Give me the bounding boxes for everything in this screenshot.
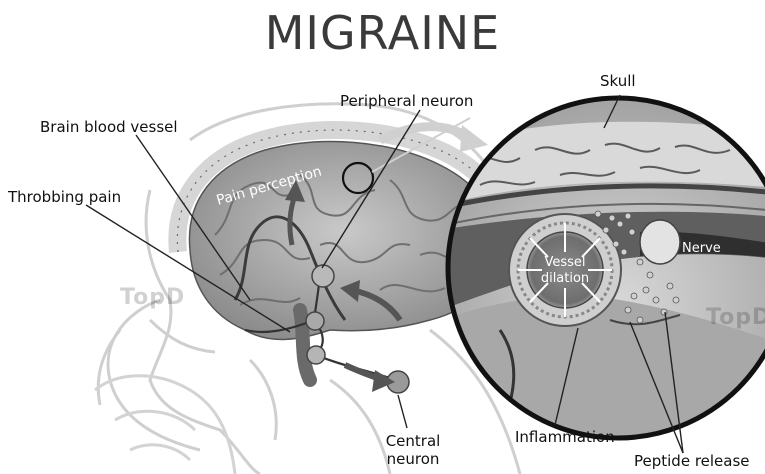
label-brain-blood-vessel: Brain blood vessel	[40, 118, 178, 136]
label-nerve: Nerve	[682, 241, 721, 256]
peripheral-neuron-body	[312, 265, 334, 287]
label-vessel-line2: dilation	[541, 271, 589, 286]
label-peptide-release: Peptide release	[634, 452, 750, 470]
nerve-body	[640, 220, 680, 264]
watermark-right: TopD	[706, 305, 765, 330]
label-central-neuron-line2: neuron	[378, 450, 448, 468]
ganglion-neuron	[307, 346, 325, 364]
hand-outline	[95, 376, 235, 474]
label-vessel-line1: Vessel	[544, 255, 585, 270]
label-inflammation: Inflammation	[515, 428, 615, 446]
label-throbbing-pain: Throbbing pain	[8, 188, 121, 206]
diagram-title: MIGRAINE	[0, 6, 765, 60]
label-central-neuron: Central neuron	[378, 432, 448, 468]
label-skull: Skull	[600, 72, 636, 90]
brainstem-neuron	[306, 312, 324, 330]
label-peripheral-neuron: Peripheral neuron	[340, 92, 473, 110]
label-central-neuron-line1: Central	[378, 432, 448, 450]
watermark-left: TopD	[120, 285, 185, 310]
